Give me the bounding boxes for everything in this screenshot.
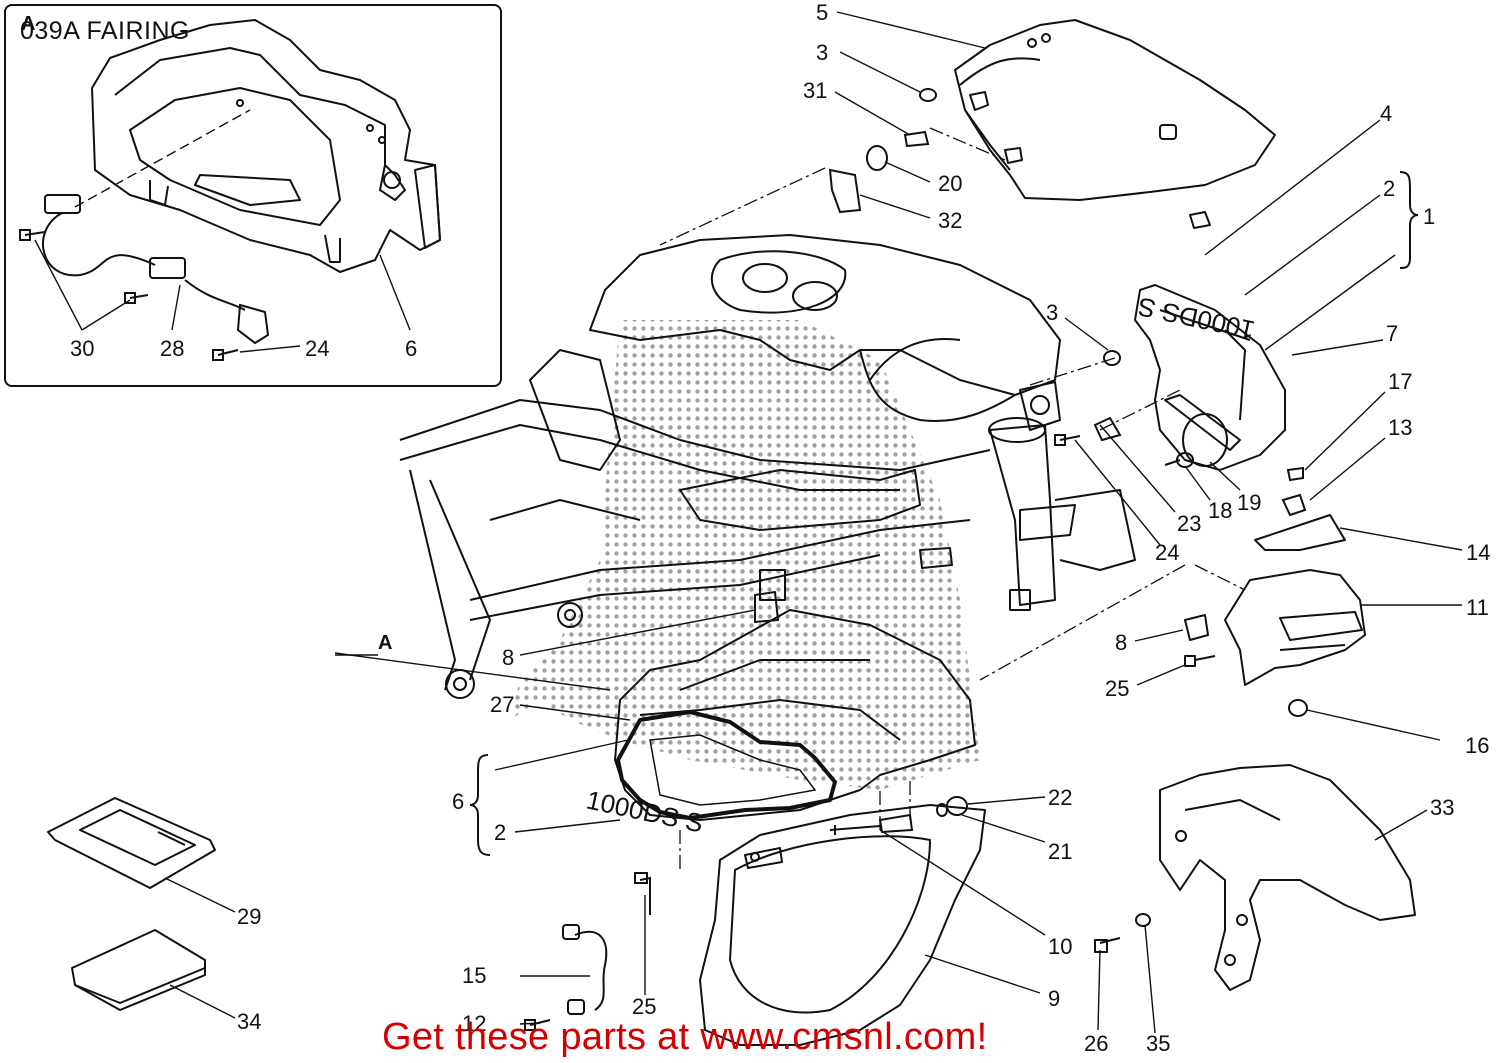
callout-7: 7 — [1386, 321, 1399, 346]
decal-main: 1000DS S — [584, 785, 706, 839]
frame-and-tank — [399, 234, 1136, 699]
callout-27: 27 — [490, 692, 515, 717]
hardware-mid — [634, 796, 968, 915]
callout-11: 11 — [1466, 595, 1489, 620]
callout-2: 2 — [1383, 176, 1396, 201]
hardware-right — [1054, 350, 1307, 517]
callout-20: 20 — [938, 171, 963, 196]
callout-33: 33 — [1430, 795, 1455, 820]
callout-22: 22 — [1048, 785, 1073, 810]
callout-15: 15 — [462, 963, 487, 988]
leader-lines — [164, 11, 1463, 1034]
halftone-overlay — [510, 320, 980, 790]
callout-9: 9 — [1048, 986, 1061, 1011]
callout-1: 1 — [1423, 204, 1436, 229]
section-label: A — [378, 632, 393, 654]
callout-30: 30 — [70, 336, 95, 361]
callout-18: 18 — [1208, 498, 1233, 523]
hardware-upper — [828, 88, 937, 214]
callout-31: 31 — [803, 78, 828, 103]
inset-sensor-cable — [19, 194, 270, 361]
callout-34: 34 — [237, 1009, 262, 1034]
inner-bracket-outline — [616, 710, 837, 820]
callout-26: 26 — [1084, 1031, 1109, 1056]
callout-23: 23 — [1177, 511, 1202, 536]
callout-14: 14 — [1466, 540, 1491, 565]
callout-12: 12 — [462, 1011, 487, 1036]
callout-13: 13 — [1388, 415, 1413, 440]
callout-25: 25 — [1105, 676, 1130, 701]
callout-6b: 6 — [405, 336, 418, 361]
construction-lines — [659, 127, 1246, 870]
inset-letter: A — [21, 13, 36, 35]
callout-3: 3 — [816, 40, 829, 65]
callout-6: 6 — [452, 789, 465, 814]
tank-cover-part — [954, 19, 1276, 201]
callout-24: 24 — [1155, 540, 1180, 565]
callout-4: 4 — [1380, 101, 1393, 126]
promo-link[interactable]: Get these parts at www.cmsnl.com! — [382, 1016, 988, 1058]
callout-5: 5 — [816, 0, 829, 25]
decal-upper: 1000DS S — [1135, 291, 1257, 345]
group-brackets — [469, 171, 1419, 856]
headlight-fairing — [1134, 211, 1286, 471]
callout-8: 8 — [1115, 630, 1128, 655]
callout-3b: 3 — [1046, 300, 1059, 325]
callout-25b: 25 — [632, 994, 657, 1019]
callout-17: 17 — [1388, 369, 1413, 394]
callout-2b: 2 — [494, 820, 507, 845]
callout-19: 19 — [1237, 490, 1262, 515]
lower-fairing-piece — [1184, 514, 1366, 717]
inset-fairing-part — [91, 19, 441, 273]
callout-29: 29 — [237, 904, 262, 929]
callout-8b: 8 — [502, 645, 515, 670]
cable-15 — [524, 924, 608, 1031]
inset-leaders — [34, 109, 411, 353]
callout-35: 35 — [1146, 1031, 1171, 1056]
mudguard-part — [1094, 764, 1416, 991]
callout-16: 16 — [1465, 733, 1490, 758]
documents — [47, 797, 216, 1011]
side-panel-9 — [699, 804, 986, 1046]
callout-21: 21 — [1048, 839, 1073, 864]
callout-24b: 24 — [305, 336, 330, 361]
callout-28: 28 — [160, 336, 185, 361]
callout-32: 32 — [938, 208, 963, 233]
callout-10: 10 — [1048, 934, 1073, 959]
